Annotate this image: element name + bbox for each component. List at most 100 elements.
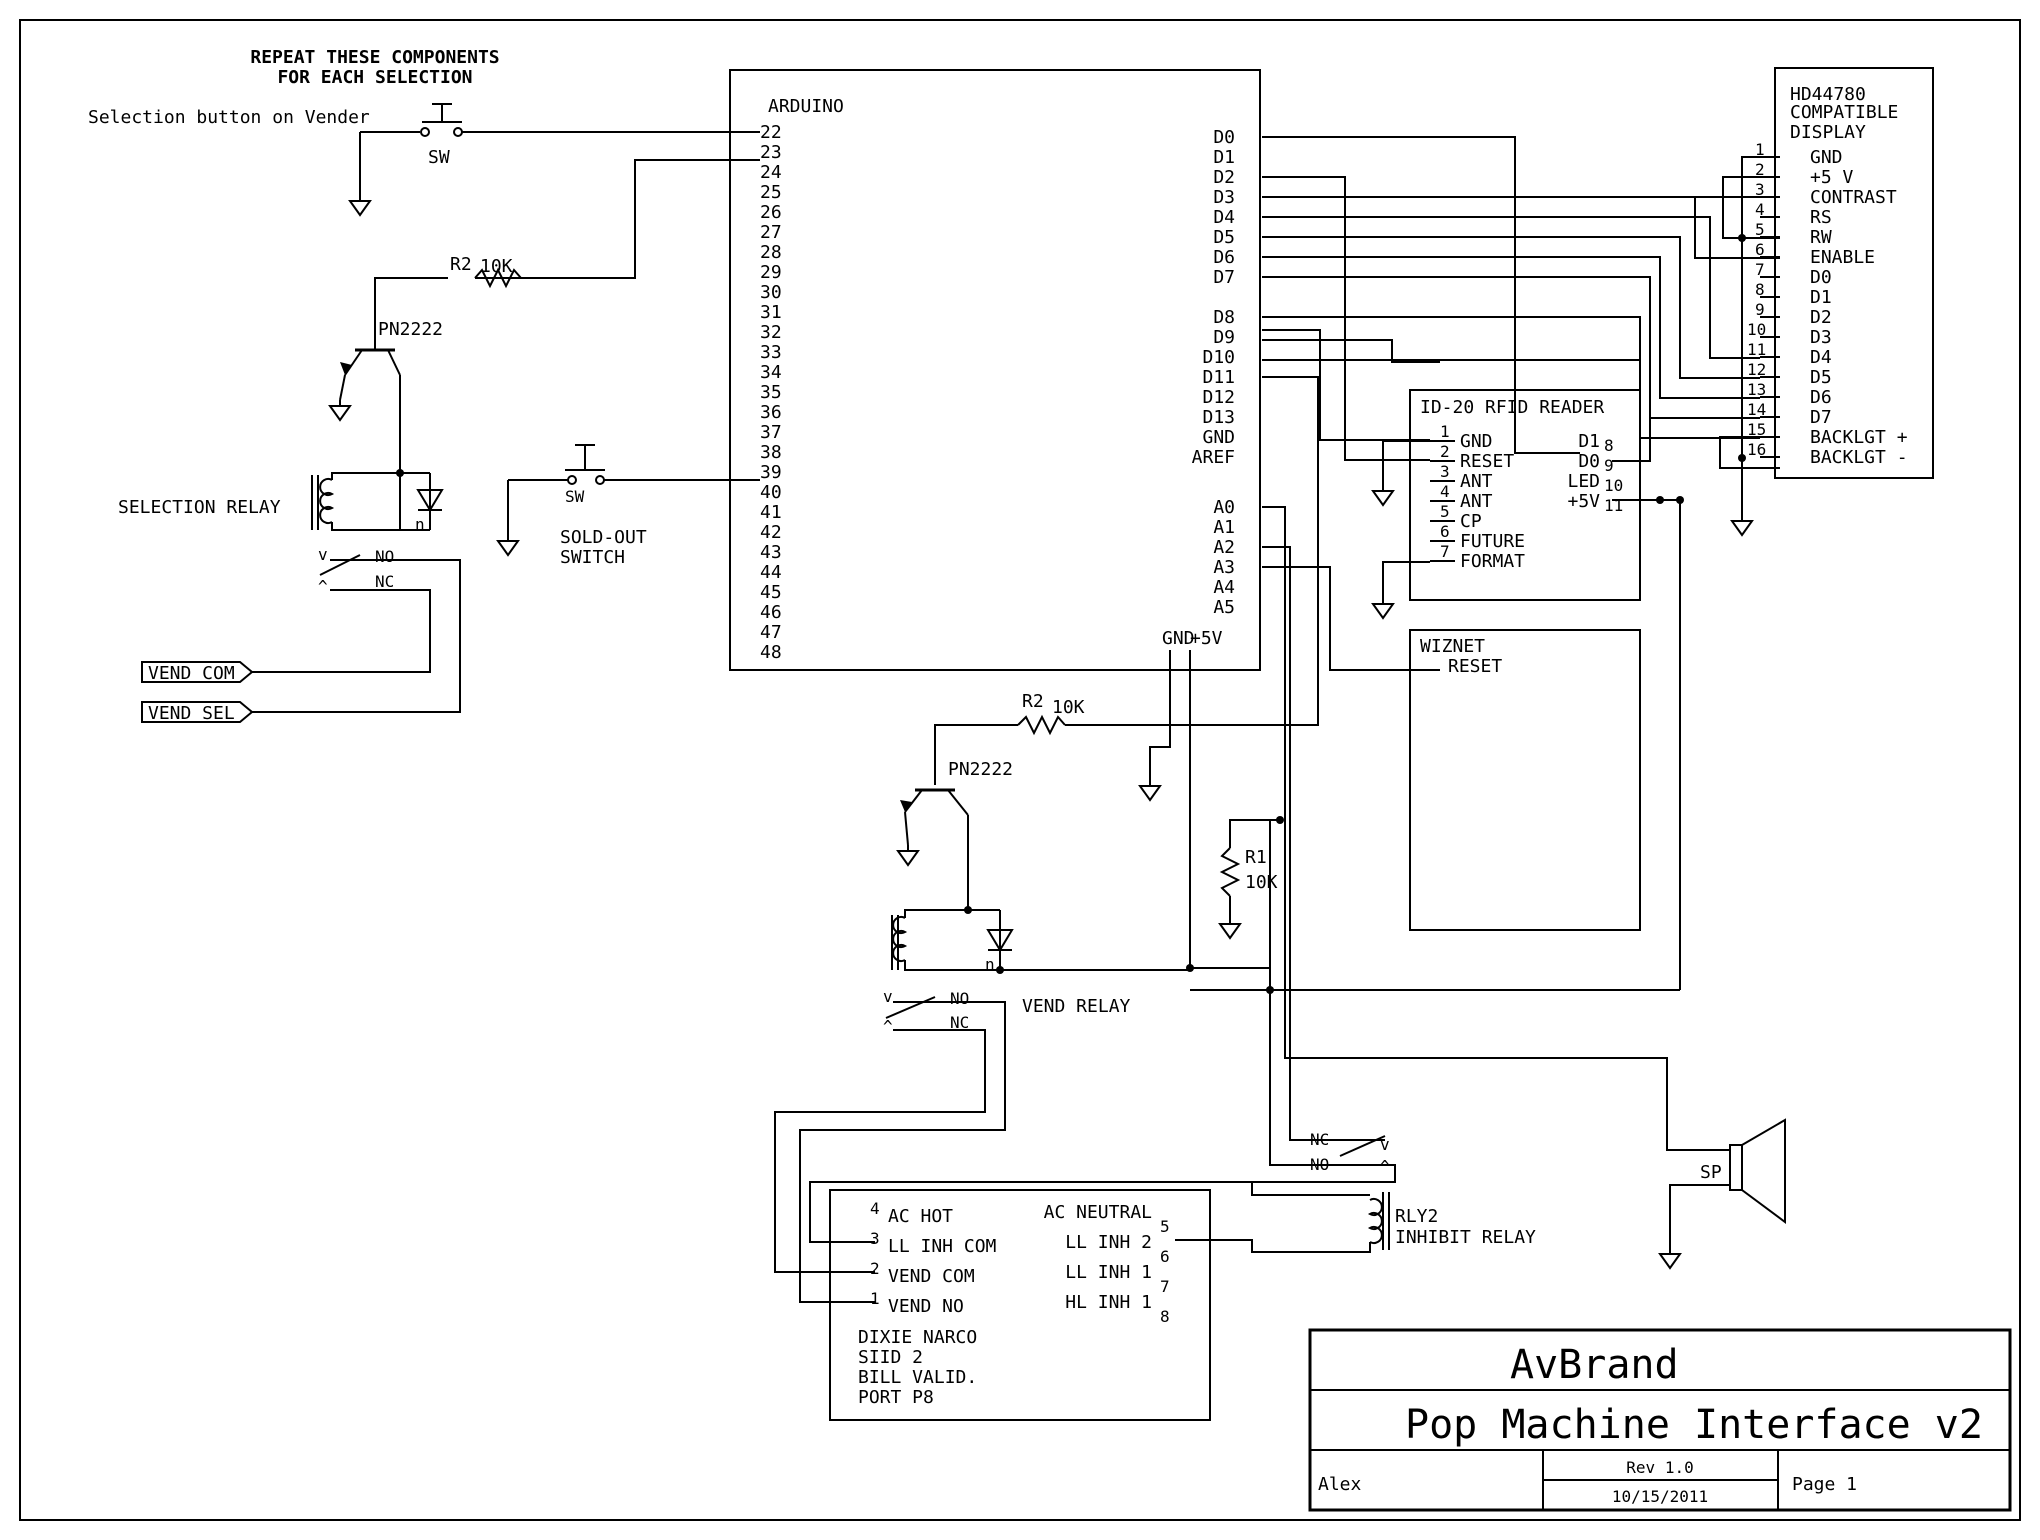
rfid-pin-name-7: FORMAT bbox=[1460, 551, 1525, 572]
arduino-pin-23: 23 bbox=[760, 142, 782, 163]
lcd-pin-number-13: 13 bbox=[1747, 380, 1766, 399]
arduino-pin-d13: D13 bbox=[1202, 407, 1235, 428]
arduino-pin-28: 28 bbox=[760, 242, 782, 263]
arduino-pin-32: 32 bbox=[760, 322, 782, 343]
wiznet-title: WIZNET bbox=[1420, 636, 1485, 657]
vend-sel-flag-label: VEND SEL bbox=[148, 703, 235, 724]
rfid-right-name-3: +5V bbox=[1567, 491, 1600, 512]
port-right-name-2: LL INH 1 bbox=[1065, 1262, 1152, 1283]
port-pin-number-1: 1 bbox=[870, 1289, 880, 1308]
selection-r2-value: 10K bbox=[480, 256, 513, 277]
svg-text:n: n bbox=[415, 515, 425, 534]
rfid-pin-number-1: 1 bbox=[1440, 422, 1450, 441]
vend-relay: n VEND RELAY v NO ^ NC bbox=[774, 909, 1190, 1303]
selection-sw-label: SW bbox=[428, 147, 450, 168]
arduino-pin-d2: D2 bbox=[1213, 167, 1235, 188]
title-company: AvBrand bbox=[1510, 1342, 1679, 1388]
port-pin-name-2: VEND COM bbox=[888, 1266, 975, 1287]
lcd-pin-name-9: D2 bbox=[1810, 307, 1832, 328]
lcd-pin-name-1: GND bbox=[1810, 147, 1843, 168]
selection-relay-label: SELECTION RELAY bbox=[118, 497, 281, 518]
arduino-pin-d0: D0 bbox=[1213, 127, 1235, 148]
arduino-pin-41: 41 bbox=[760, 502, 782, 523]
svg-text:v: v bbox=[1380, 1135, 1390, 1154]
rfid-pin-name-1: GND bbox=[1460, 431, 1493, 452]
selection-switch: SW bbox=[349, 103, 760, 216]
repeat-note-line2: FOR EACH SELECTION bbox=[277, 67, 472, 88]
lcd-pin-name-10: D3 bbox=[1810, 327, 1832, 348]
svg-text:^: ^ bbox=[318, 577, 328, 596]
lcd-pin-number-2: 2 bbox=[1755, 160, 1765, 179]
port-desc-line-2: BILL VALID. bbox=[858, 1367, 977, 1388]
rfid-pin-number-7: 7 bbox=[1440, 542, 1450, 561]
lcd-pin-number-8: 8 bbox=[1755, 280, 1765, 299]
arduino-pin-46: 46 bbox=[760, 602, 782, 623]
arduino-pin-d6: D6 bbox=[1213, 247, 1235, 268]
arduino-pin-a5: A5 bbox=[1213, 597, 1235, 618]
arduino-pin-22: 22 bbox=[760, 122, 782, 143]
arduino-pin-30: 30 bbox=[760, 282, 782, 303]
rfid-pin-name-5: CP bbox=[1460, 511, 1482, 532]
arduino-pin-d4: D4 bbox=[1213, 207, 1235, 228]
inhibit-relay-nc: NC bbox=[1310, 1130, 1329, 1149]
rfid-right-pin-11: 11 bbox=[1604, 496, 1623, 515]
arduino-title: ARDUINO bbox=[768, 96, 844, 117]
port-right-pin-7: 7 bbox=[1160, 1277, 1170, 1296]
lcd-pin-number-9: 9 bbox=[1755, 300, 1765, 319]
rfid-pin-number-4: 4 bbox=[1440, 482, 1450, 501]
wiznet-reset: RESET bbox=[1448, 656, 1502, 677]
rfid-pin-number-6: 6 bbox=[1440, 522, 1450, 541]
port-right-pin-6: 6 bbox=[1160, 1247, 1170, 1266]
lcd-pin-name-7: D0 bbox=[1810, 267, 1832, 288]
speaker-label: SP bbox=[1700, 1162, 1722, 1183]
lcd-pin-number-3: 3 bbox=[1755, 180, 1765, 199]
title-rev: Rev 1.0 bbox=[1626, 1458, 1693, 1477]
vend-relay-nc: NC bbox=[950, 1013, 969, 1032]
lcd-pin-name-14: D7 bbox=[1810, 407, 1832, 428]
inhibit-relay-label: INHIBIT RELAY bbox=[1395, 1227, 1536, 1248]
arduino-pin-31: 31 bbox=[760, 302, 782, 323]
arduino-pin-d8: D8 bbox=[1213, 307, 1235, 328]
lcd-pin-name-12: D5 bbox=[1810, 367, 1832, 388]
arduino-pin-29: 29 bbox=[760, 262, 782, 283]
arduino-pin-35: 35 bbox=[760, 382, 782, 403]
svg-text:^: ^ bbox=[1380, 1157, 1390, 1176]
rfid-right-pin-9: 9 bbox=[1604, 456, 1614, 475]
arduino-pin-34: 34 bbox=[760, 362, 782, 383]
selection-pn2222-label: PN2222 bbox=[378, 319, 443, 340]
arduino-pin-gnd: GND bbox=[1202, 427, 1235, 448]
arduino-pin-37: 37 bbox=[760, 422, 782, 443]
lcd-pin-name-3: CONTRAST bbox=[1810, 187, 1897, 208]
drawing-border bbox=[19, 19, 2021, 1521]
rly2-label: RLY2 bbox=[1395, 1206, 1438, 1227]
arduino-pin-25: 25 bbox=[760, 182, 782, 203]
title-date: 10/15/2011 bbox=[1612, 1487, 1708, 1506]
lcd-pin-number-5: 5 bbox=[1755, 220, 1765, 239]
vend-r2-label: R2 bbox=[1022, 691, 1044, 712]
arduino-pin-43: 43 bbox=[760, 542, 782, 563]
arduino-pin-38: 38 bbox=[760, 442, 782, 463]
vend-pn2222-label: PN2222 bbox=[948, 759, 1013, 780]
selection-relay-nc: NC bbox=[375, 572, 394, 591]
speaker: SP bbox=[1659, 1118, 1786, 1269]
arduino-pin-d1: D1 bbox=[1213, 147, 1235, 168]
arduino-pin-a2: A2 bbox=[1213, 537, 1235, 558]
arduino-5v-label: +5V bbox=[1190, 628, 1223, 649]
r1-value: 10K bbox=[1245, 872, 1278, 893]
arduino-pin-a1: A1 bbox=[1213, 517, 1235, 538]
port-pin-number-3: 3 bbox=[870, 1229, 880, 1248]
arduino-pin-27: 27 bbox=[760, 222, 782, 243]
rfid-pin-number-2: 2 bbox=[1440, 442, 1450, 461]
arduino-pin-47: 47 bbox=[760, 622, 782, 643]
arduino-pin-42: 42 bbox=[760, 522, 782, 543]
lcd-pin-name-11: D4 bbox=[1810, 347, 1832, 368]
lcd-pin-number-6: 6 bbox=[1755, 240, 1765, 259]
selection-relay-contacts: v NO ^ NC bbox=[252, 545, 461, 713]
port-desc-line-3: PORT P8 bbox=[858, 1387, 934, 1408]
arduino-pin-aref: AREF bbox=[1192, 447, 1235, 468]
lcd-pin-number-7: 7 bbox=[1755, 260, 1765, 279]
svg-text:v: v bbox=[883, 987, 893, 1006]
